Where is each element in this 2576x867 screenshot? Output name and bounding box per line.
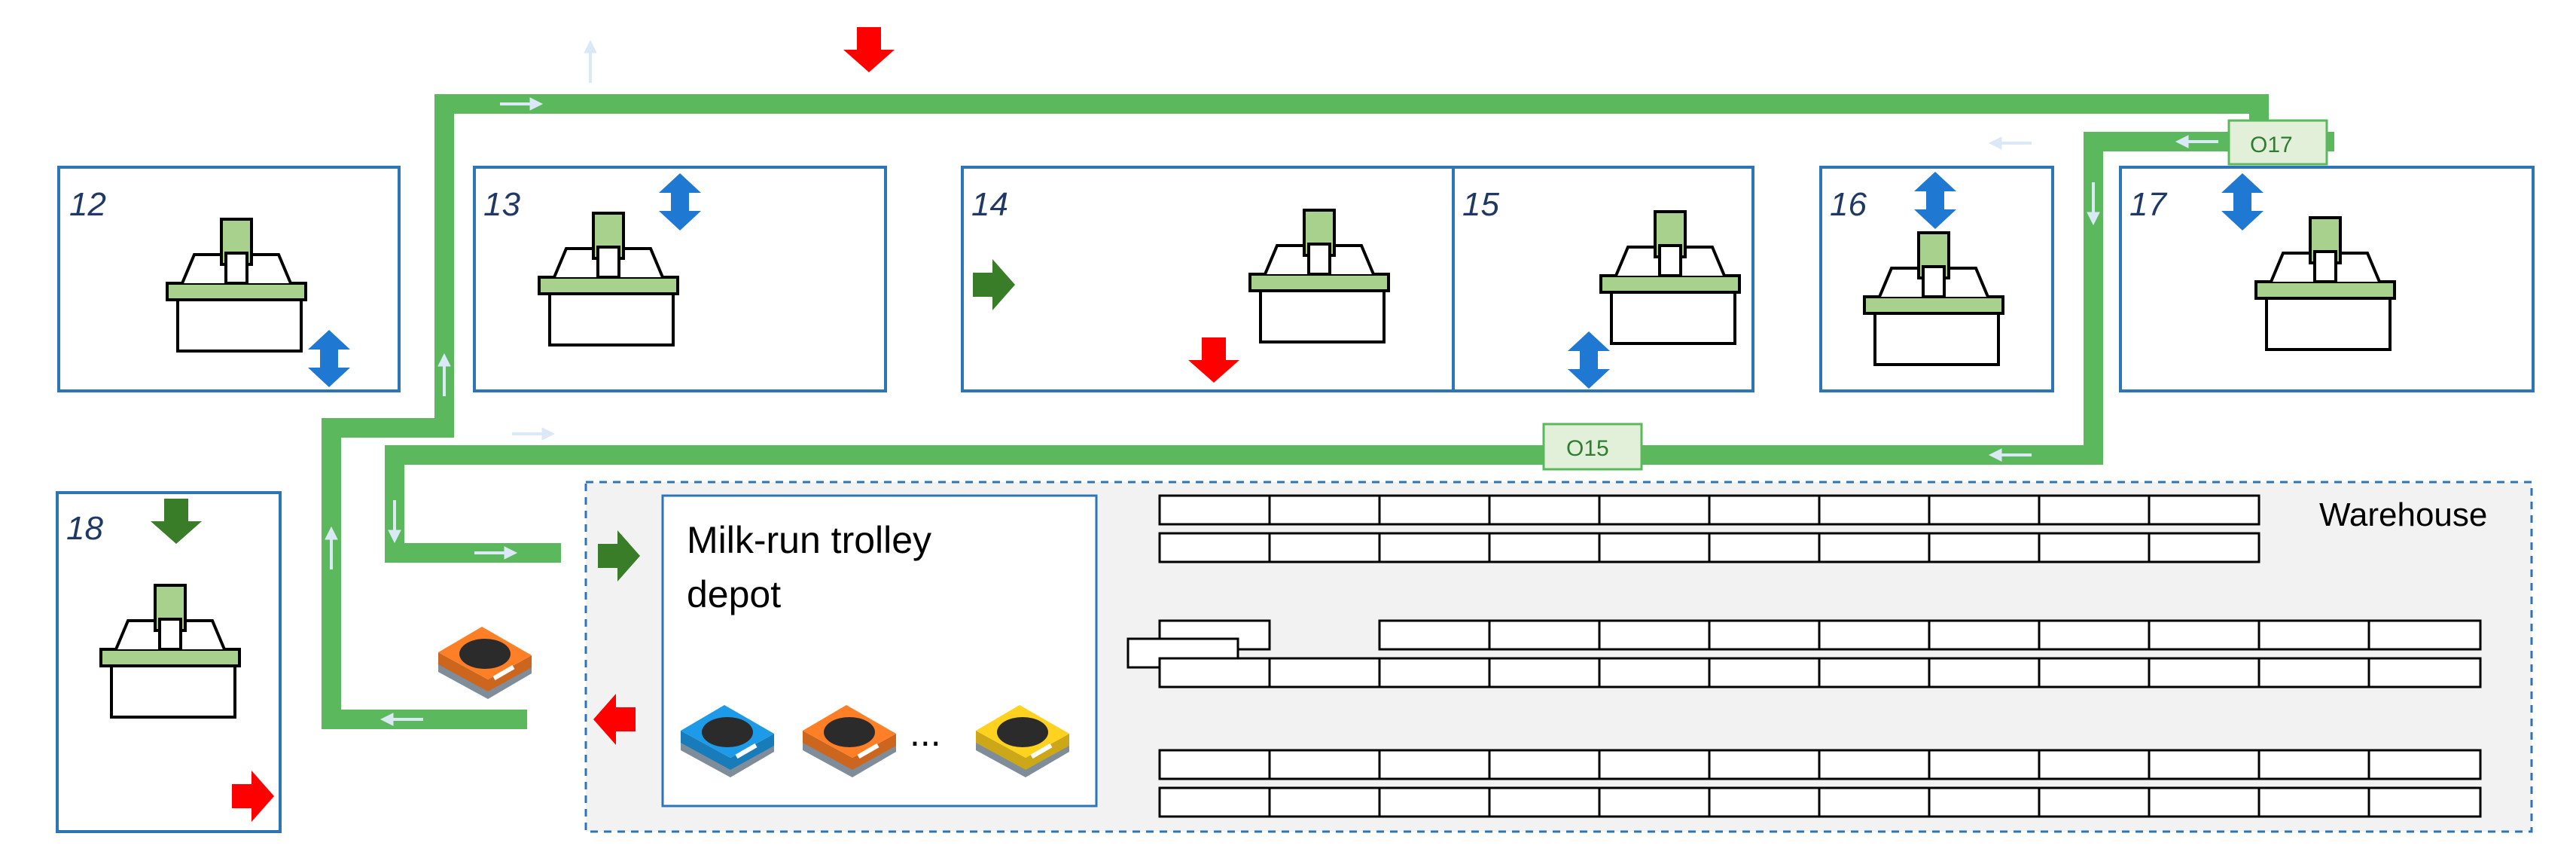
station-14: 14 — [961, 166, 1455, 392]
svg-text:12: 12 — [69, 186, 106, 223]
station-16: 16 — [1819, 166, 2054, 392]
svg-text:18: 18 — [66, 510, 103, 547]
shelf-row-3 — [1158, 749, 2482, 818]
blue-trolley-icon — [681, 705, 774, 777]
flow-marker-faint-right — [1988, 136, 2033, 151]
orange-trolley-icon — [803, 705, 896, 777]
warehouse-shelves — [1126, 494, 2482, 818]
station-15: 15 — [1452, 166, 1754, 392]
flow-marker-faint-mid — [511, 426, 556, 441]
svg-text:13: 13 — [483, 186, 520, 223]
moving-trolley-icon — [438, 627, 532, 699]
svg-text:O17: O17 — [2250, 133, 2293, 157]
warehouse-label: Warehouse — [2319, 496, 2487, 533]
svg-text:O15: O15 — [1566, 436, 1609, 461]
shelf-row-1 — [1158, 494, 2260, 563]
depot-title-line1: Milk-run trolley — [687, 519, 931, 561]
station-13: 13 — [473, 166, 887, 392]
outbound-arrow-icon-top — [843, 27, 895, 72]
svg-text:16: 16 — [1830, 186, 1867, 223]
milk-run-route — [322, 94, 2334, 729]
svg-text:14: 14 — [971, 186, 1008, 223]
shelf-row-2 — [1126, 619, 2482, 688]
depot-title-line2: depot — [687, 573, 781, 615]
yellow-trolley-icon — [976, 705, 1069, 777]
station-18: 18 — [56, 491, 282, 833]
depot-ellipsis: ... — [910, 712, 941, 754]
station-12: 12 — [57, 166, 401, 392]
station-17: 17 — [2119, 166, 2535, 392]
trolley-layer — [438, 627, 1069, 777]
flow-marker-faint-top — [583, 39, 598, 84]
svg-text:17: 17 — [2129, 186, 2167, 223]
route-tag-o17: O17 — [2227, 119, 2328, 166]
svg-text:15: 15 — [1462, 186, 1499, 223]
route-tag-o15: O15 — [1542, 423, 1643, 471]
